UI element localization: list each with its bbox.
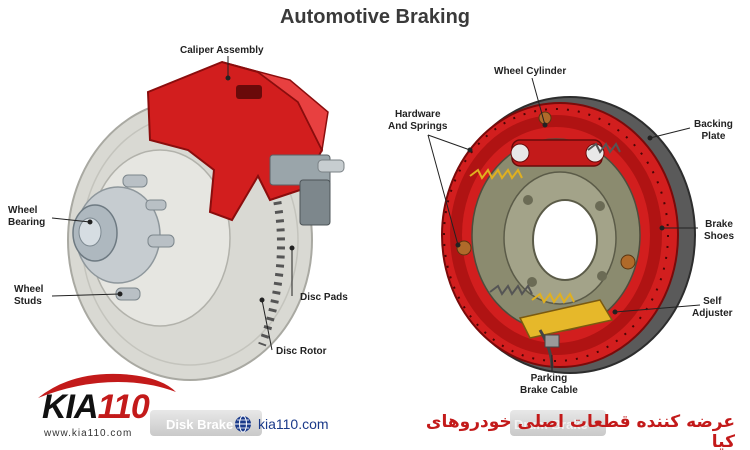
wheel-stud — [122, 174, 148, 188]
adjuster-spring — [531, 292, 575, 304]
label-wheel-bearing: Wheel Bearing — [8, 205, 46, 228]
hardware-spring — [587, 142, 621, 154]
label-brake-shoes: Brake Shoes — [704, 219, 735, 242]
wheel-stud — [147, 234, 175, 248]
leader-lines — [51, 56, 701, 372]
drum-brake-assembly — [441, 96, 696, 374]
label-backing-plate: Backing Plate — [694, 119, 733, 142]
label-disc-rotor: Disc Rotor — [276, 346, 327, 357]
label-caliper-assembly: Caliper Assembly — [180, 45, 264, 56]
persian-tagline: عرضه کننده قطعات اصلی خودروهای کیا — [425, 412, 735, 450]
hub-hole — [532, 199, 598, 281]
label-self-adjuster: Self Adjuster — [692, 296, 733, 319]
label-disc-pads: Disc Pads — [300, 292, 348, 303]
logo: KIA110 — [42, 388, 150, 427]
label-hardware-springs: Hardware And Springs — [388, 109, 448, 132]
caption-band-drum — [510, 410, 606, 436]
return-spring — [469, 168, 523, 180]
label-parking-brake-cable: Parking Brake Cable — [520, 373, 578, 396]
site-link[interactable]: kia110.com — [258, 416, 329, 432]
brake-shoes — [450, 115, 662, 355]
wheel-stud — [145, 199, 167, 211]
diagram-title: Automotive Braking — [279, 6, 471, 28]
disc-brake-assembly — [67, 60, 345, 381]
globe-icon — [235, 415, 251, 433]
logo-number: 110 — [97, 388, 150, 426]
car-swoosh-icon — [38, 373, 176, 398]
self-adjuster — [518, 299, 614, 339]
caption-disk-brake: Disk Brake — [166, 417, 234, 432]
logo-kia: KIA — [42, 388, 99, 426]
caption-drum-brake: Drum Brake — [514, 417, 588, 432]
label-wheel-studs: Wheel Studs — [14, 284, 44, 307]
label-wheel-cylinder: Wheel Cylinder — [494, 66, 567, 77]
logo-url: www.kia110.com — [44, 428, 133, 439]
